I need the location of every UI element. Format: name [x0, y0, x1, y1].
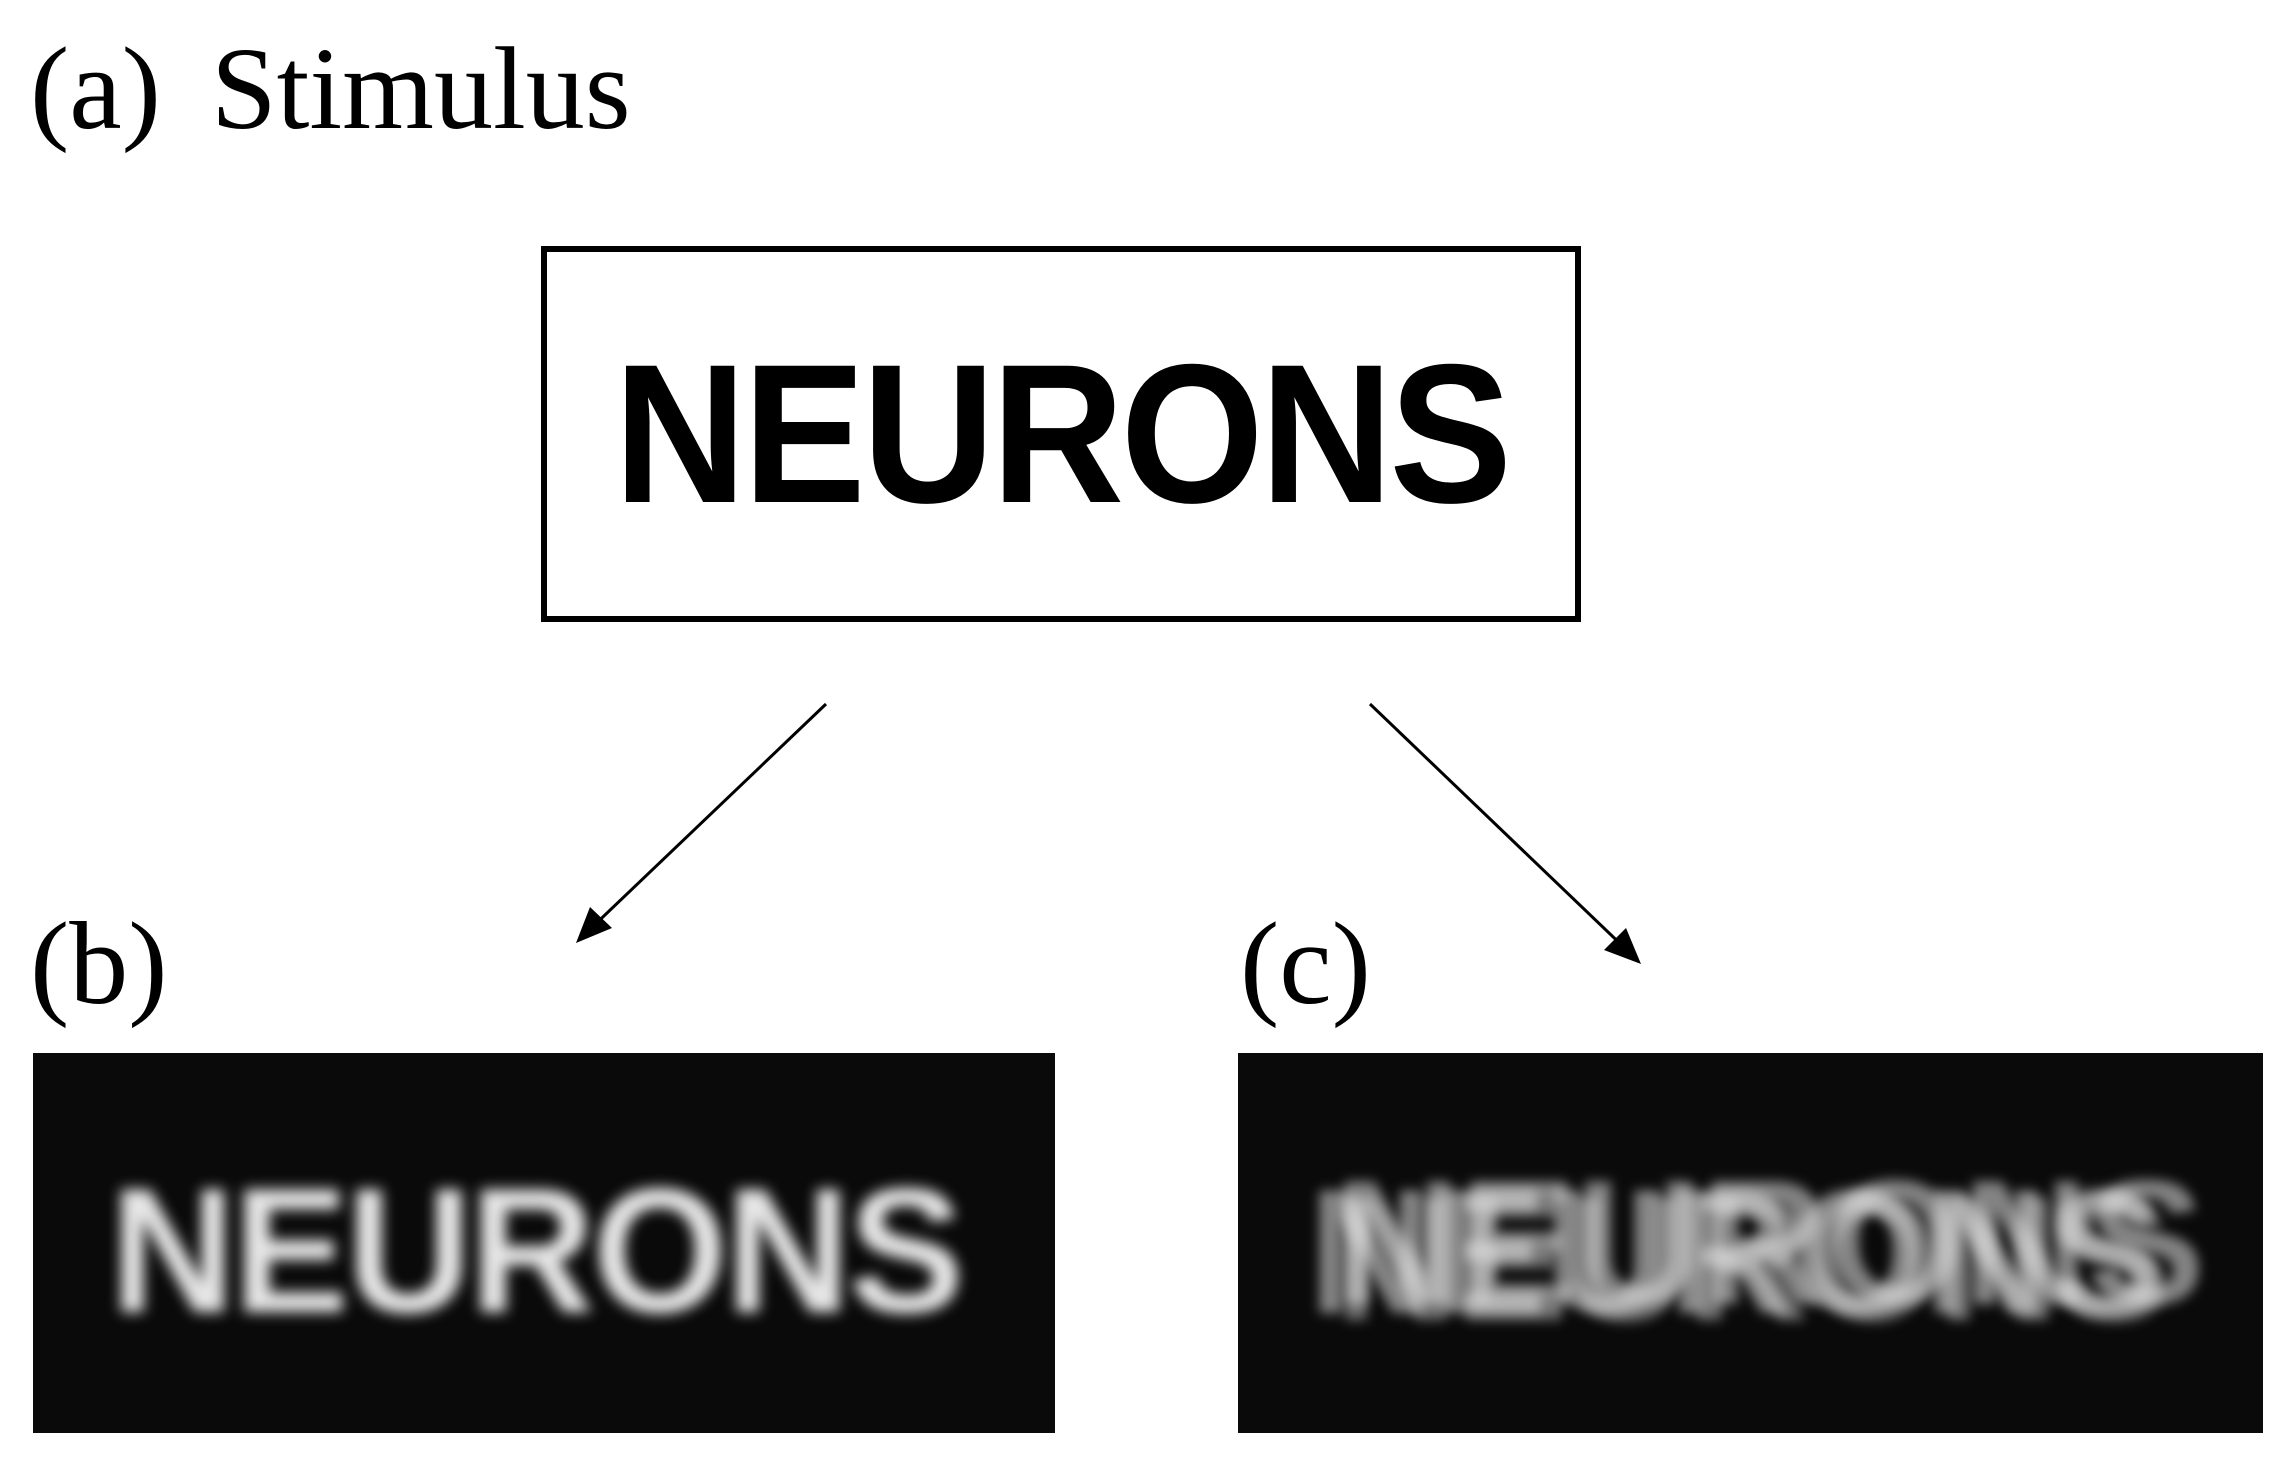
ghost-stack: NEURONS NEURONS NEURONS	[1238, 1053, 2263, 1433]
panel-c-label: (c)	[1240, 898, 1371, 1029]
panel-a-heading: (a)Stimulus	[30, 30, 631, 148]
blurred-word-c-ghost: NEURONS	[1333, 1159, 2170, 1359]
blurred-panel-b: NEURONS	[33, 1053, 1055, 1433]
panel-a-label: (a)	[30, 23, 161, 154]
stimulus-word: NEURONS	[613, 323, 1512, 544]
panel-b-label: (b)	[30, 898, 168, 1029]
arrow-to-b-head	[576, 907, 612, 943]
blurred-word-c-ghost: NEURONS	[1333, 1143, 2205, 1342]
arrow-to-c-head	[1604, 928, 1641, 964]
blurred-panel-c: NEURONS NEURONS NEURONS	[1238, 1053, 2263, 1433]
blurred-word-c: NEURONS	[1307, 1151, 2162, 1351]
arrow-to-b	[582, 702, 828, 937]
arrow-to-c	[1368, 702, 1634, 957]
panel-a-title: Stimulus	[210, 23, 631, 154]
stimulus-box: NEURONS	[541, 246, 1581, 622]
blurred-word-b: NEURONS	[110, 1151, 965, 1350]
